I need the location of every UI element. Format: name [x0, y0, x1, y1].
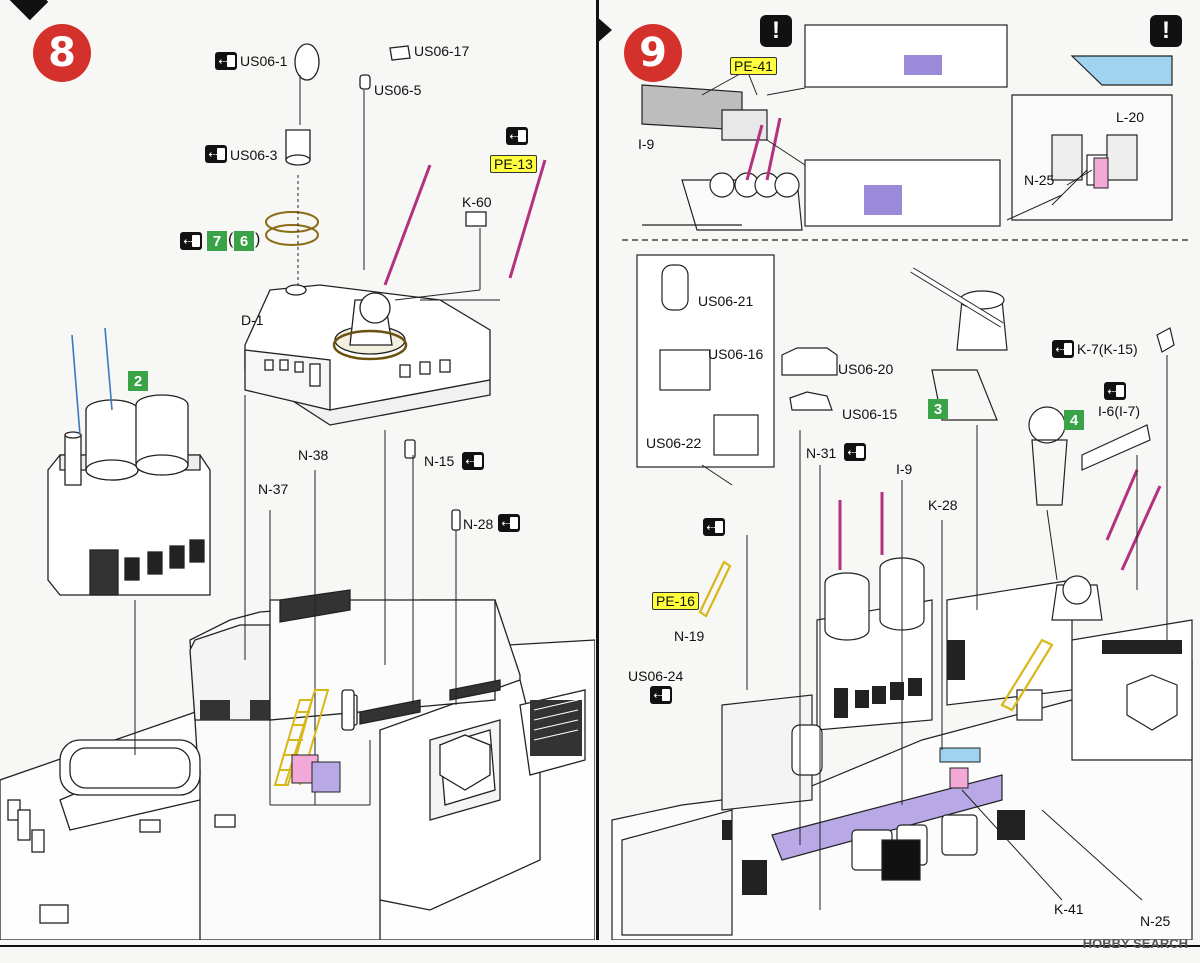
- cut-part-icon: ⇠: [498, 514, 520, 532]
- subassembly-ref-2: 2: [128, 371, 148, 391]
- part-label-k-60: K-60: [462, 194, 492, 210]
- part-label-d-1: D-1: [241, 312, 264, 328]
- warning-icon: !: [1150, 15, 1182, 47]
- cut-part-icon: ⇠: [703, 518, 725, 536]
- part-label-n-37: N-37: [258, 481, 289, 497]
- part-label-us06-15: US06-15: [842, 406, 898, 422]
- part-label-us06-20: US06-20: [838, 361, 894, 377]
- part-label-k-41: K-41: [1054, 901, 1084, 917]
- cut-part-icon: ⇠: [506, 127, 528, 145]
- photo-etch-label-pe-16: PE-16: [652, 592, 699, 610]
- step-9-panel: 9: [602, 0, 1200, 940]
- part-label-us06-5: US06-5: [374, 82, 422, 98]
- photo-etch-label-pe-13: PE-13: [490, 155, 537, 173]
- step-8-panel: 8: [0, 0, 595, 940]
- subassembly-ref-6: 6: [234, 231, 254, 251]
- cut-part-icon: ⇠: [1104, 382, 1126, 400]
- panel-divider: [596, 0, 599, 940]
- paren-close: ): [255, 231, 261, 248]
- cut-part-icon: ⇠: [462, 452, 484, 470]
- part-label-us06-3: US06-3: [230, 147, 278, 163]
- part-label-n-15: N-15: [424, 453, 455, 469]
- part-label-us06-16: US06-16: [708, 346, 764, 362]
- watermark: HOBBY SEARCH: [1082, 936, 1188, 951]
- part-label-n-19: N-19: [674, 628, 705, 644]
- cut-part-icon: ⇠: [215, 52, 237, 70]
- part-label-us06-22: US06-22: [646, 435, 702, 451]
- part-label-i-6: I-6(I-7): [1098, 403, 1140, 419]
- part-label-us06-17: US06-17: [414, 43, 470, 59]
- subassembly-ref-7: 7: [207, 231, 227, 251]
- part-label-k-28: K-28: [928, 497, 958, 513]
- part-label-n-38: N-38: [298, 447, 329, 463]
- subassembly-ref-3: 3: [928, 399, 948, 419]
- part-label-us06-21: US06-21: [698, 293, 754, 309]
- photo-etch-label-pe-41: PE-41: [730, 57, 777, 75]
- step-8-assembly-drawing: [0, 43, 595, 940]
- cut-part-icon: ⇠: [1052, 340, 1074, 358]
- part-label-l-20: L-20: [1116, 109, 1145, 125]
- part-label-us06-1: US06-1: [240, 53, 288, 69]
- part-label-k-7: K-7(K-15): [1077, 341, 1138, 357]
- step-number-badge: 8: [33, 24, 91, 82]
- cut-part-icon: ⇠: [180, 232, 202, 250]
- cut-part-icon: ⇠: [650, 686, 672, 704]
- next-step-arrow: [596, 16, 612, 44]
- cut-part-icon: ⇠: [205, 145, 227, 163]
- part-label-n-25: N-25: [1140, 913, 1171, 929]
- part-label-n-25-detail: N-25: [1024, 172, 1055, 188]
- part-label-n-28: N-28: [463, 516, 494, 532]
- step-number-badge: 9: [624, 24, 682, 82]
- part-label-n-31: N-31: [806, 445, 837, 461]
- paren-open: (: [228, 231, 234, 248]
- cut-part-icon: ⇠: [844, 443, 866, 461]
- page-bottom-rule: [0, 945, 1200, 947]
- part-label-us06-24: US06-24: [628, 668, 684, 684]
- part-label-i-9: I-9: [896, 461, 913, 477]
- warning-icon: !: [760, 15, 792, 47]
- subassembly-ref-4: 4: [1064, 410, 1084, 430]
- step-9-assembly-drawing: [611, 24, 1193, 940]
- part-label-i-9-detail: I-9: [638, 136, 655, 152]
